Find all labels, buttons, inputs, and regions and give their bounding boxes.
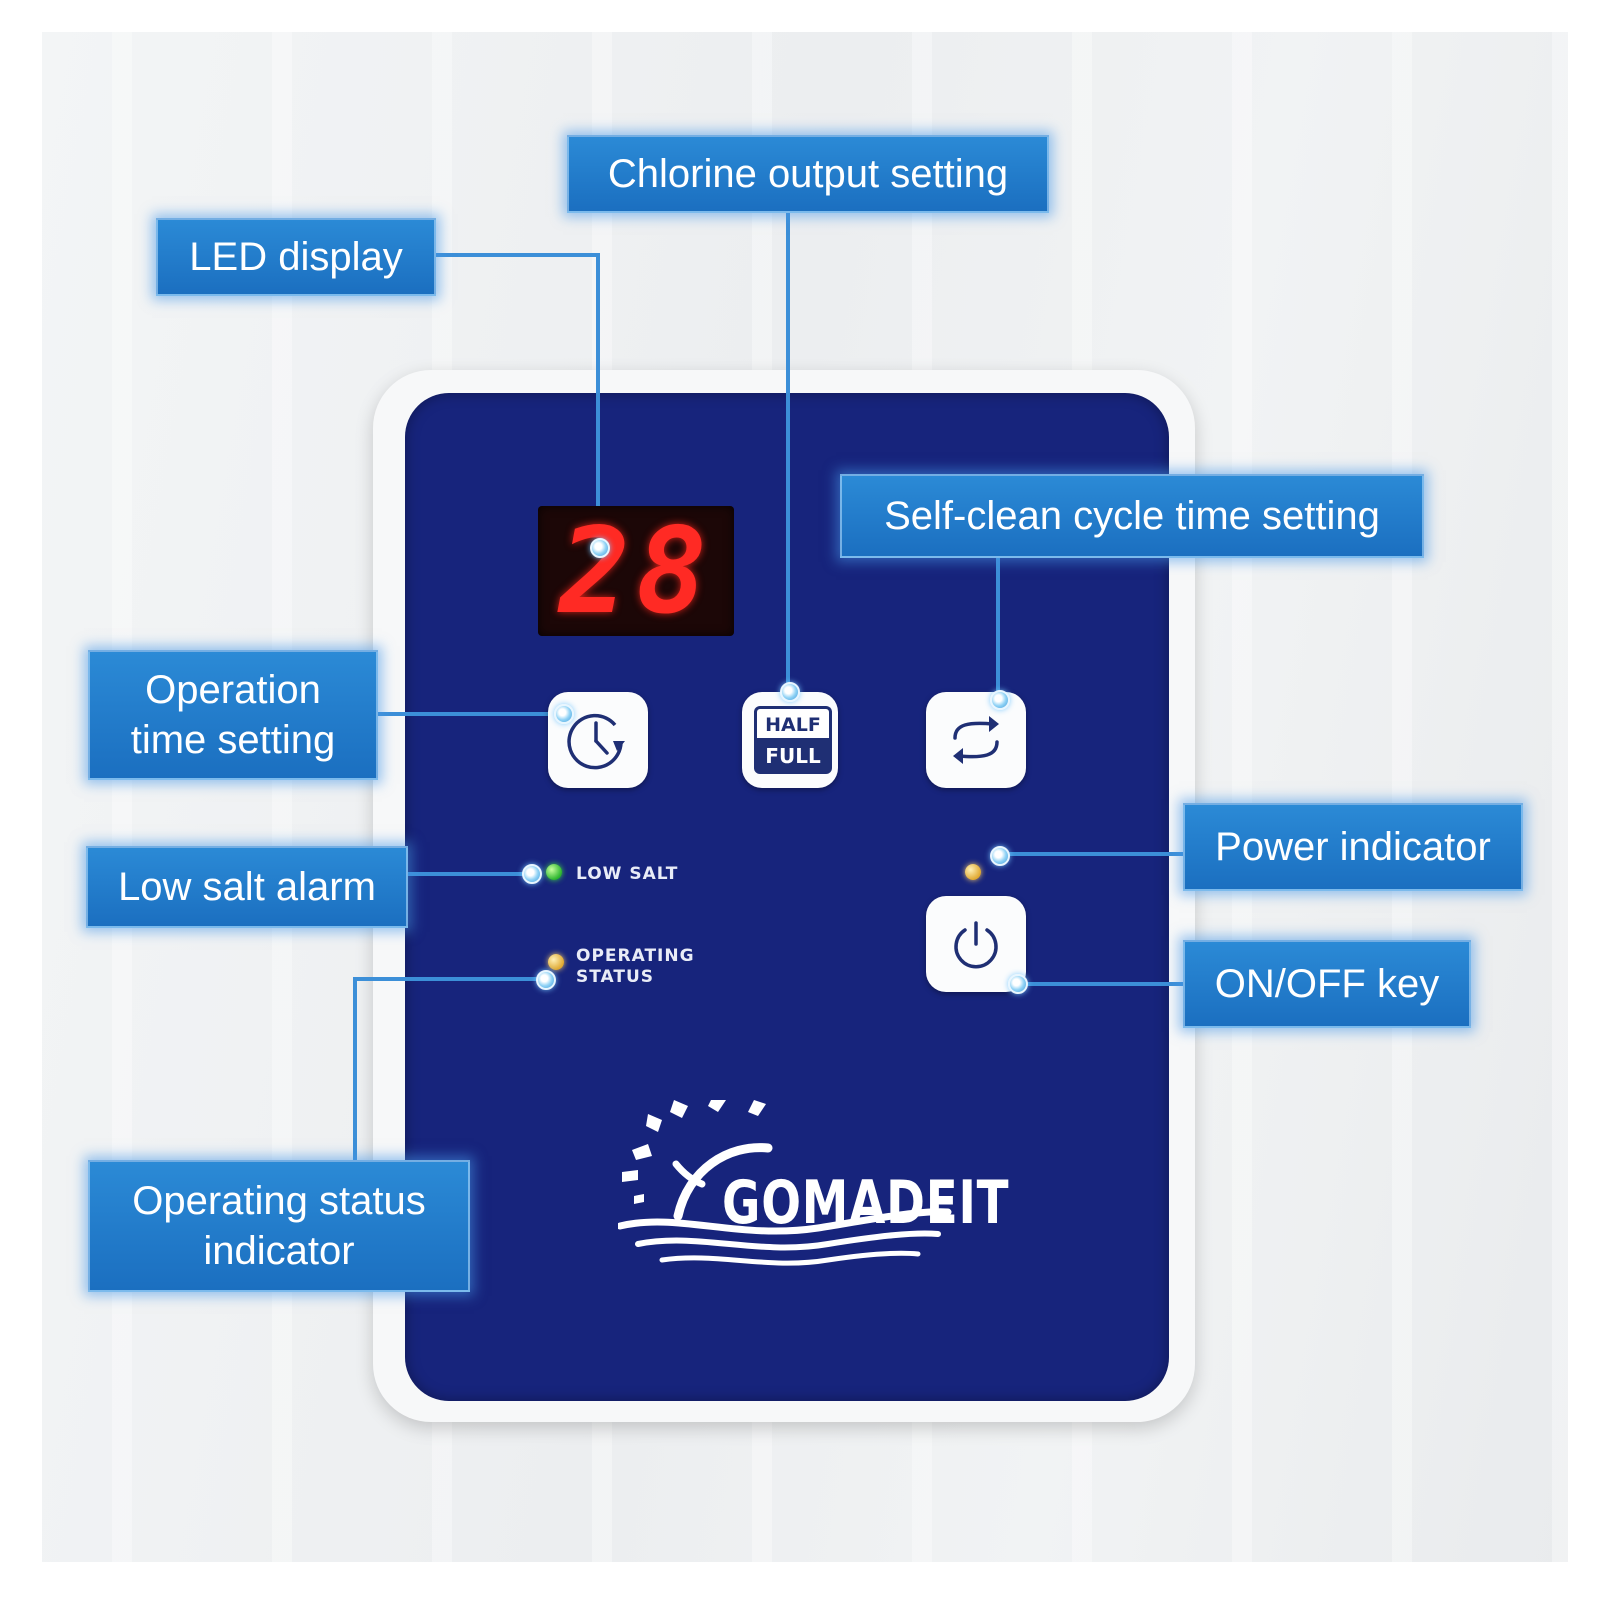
operating-status-led [548, 954, 564, 970]
half-label: HALF [754, 706, 832, 741]
on-off-button[interactable] [926, 896, 1026, 992]
callout-operating-status-line1: Operating status [132, 1179, 426, 1223]
self-clean-marker [990, 690, 1010, 710]
operating-status-marker [536, 970, 556, 990]
operating-status-text: OPERATING STATUS [576, 946, 695, 988]
callout-on-off-key: ON/OFF key [1183, 940, 1471, 1028]
callout-operation-time: Operation time setting [88, 650, 378, 780]
full-label: FULL [754, 738, 832, 774]
led-display-value: 28 [558, 502, 714, 640]
callout-operation-time-line2: time setting [130, 718, 336, 762]
sun-waves-logo-icon [618, 1100, 952, 1266]
clock-cycle-icon [567, 713, 625, 770]
callout-power-indicator: Power indicator [1183, 803, 1523, 891]
cycle-arrows-icon [953, 716, 999, 764]
operating-status-text-line1: OPERATING [576, 946, 695, 966]
low-salt-text: LOW SALT [576, 864, 679, 884]
callout-low-salt-alarm: Low salt alarm [86, 846, 408, 928]
power-icon [954, 921, 998, 969]
chlorine-output-button[interactable]: HALF FULL [742, 692, 838, 788]
low-salt-led [546, 864, 562, 880]
power-indicator-led [965, 864, 981, 880]
led-display-marker [590, 538, 610, 558]
brand-name: GOMADEIT [722, 1168, 1010, 1238]
low-salt-marker [522, 864, 542, 884]
callout-chlorine-output: Chlorine output setting [567, 135, 1049, 213]
operation-time-marker [554, 704, 574, 724]
callout-led-display: LED display [156, 218, 436, 296]
callout-operating-status: Operating status indicator [88, 1160, 470, 1292]
led-display: 28 [538, 506, 734, 636]
chlorine-output-marker [780, 682, 800, 702]
power-indicator-marker [990, 846, 1010, 866]
self-clean-button[interactable] [926, 692, 1026, 788]
callout-operation-time-line1: Operation [145, 668, 321, 712]
operating-status-text-line2: STATUS [576, 967, 655, 987]
on-off-marker [1008, 974, 1028, 994]
callout-self-clean: Self-clean cycle time setting [840, 474, 1424, 558]
callout-operating-status-line2: indicator [203, 1229, 355, 1273]
